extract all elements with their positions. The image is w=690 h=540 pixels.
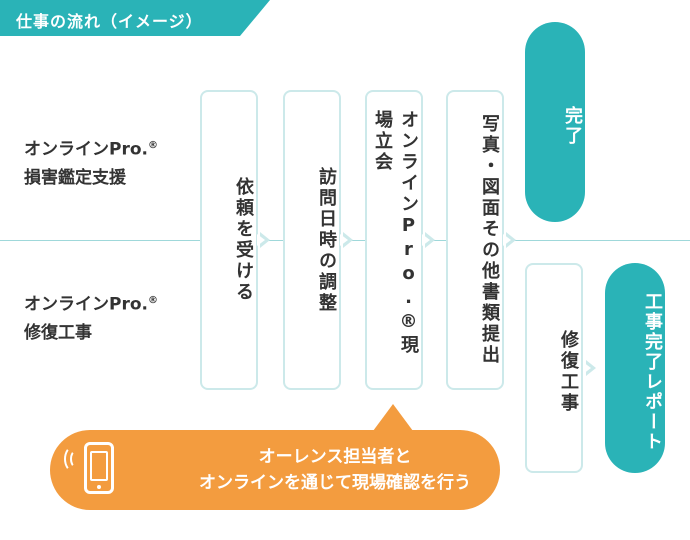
arrow-right-icon (257, 232, 270, 248)
row-label-repair: オンラインPro.® 修復工事 (24, 287, 158, 347)
callout-line1: オーレンス担当者と (258, 447, 412, 467)
registered-mark: ® (147, 140, 158, 151)
step-label: 修復工事 (558, 330, 579, 414)
step-submit-documents: 写真・図面その他書類提出 (446, 90, 504, 390)
signal-wave-icon (64, 446, 82, 472)
step-label: 写真・図面その他書類提出 (479, 114, 500, 366)
done-label: 完了 (562, 106, 583, 146)
header-banner (0, 0, 270, 36)
step-label: 訪問日時の調整 (316, 166, 337, 314)
callout-pointer (373, 404, 413, 431)
completion-report-label: 工事完了レポート (642, 292, 663, 452)
completion-report-pill: 工事完了レポート (605, 263, 665, 473)
online-check-callout: オーレンス担当者と オンラインを通じて現場確認を行う (50, 430, 500, 510)
arrow-right-icon (340, 232, 353, 248)
arrow-right-icon (422, 232, 435, 248)
step-schedule-visit: 訪問日時の調整 (283, 90, 341, 390)
callout-text: オーレンス担当者と オンラインを通じて現場確認を行う (190, 444, 480, 496)
row-label-assessment-line2: 損害鑑定支援 (24, 167, 126, 188)
smartphone-icon (84, 442, 114, 494)
done-pill: 完了 (525, 22, 585, 222)
row-label-repair-line2: 修復工事 (24, 322, 92, 343)
arrow-right-icon (503, 232, 516, 248)
row-label-assessment-line1: オンラインPro. (24, 139, 148, 160)
row-label-assessment: オンラインPro.® 損害鑑定支援 (24, 132, 158, 192)
row-label-repair-line1: オンラインPro. (24, 294, 148, 315)
step-repair-work: 修復工事 (525, 263, 583, 473)
step-onsite-attendance: オンラインPro.®現場立会 (365, 90, 423, 390)
registered-mark: ® (147, 295, 158, 306)
arrow-right-icon (583, 360, 596, 376)
callout-line2: オンラインを通じて現場確認を行う (199, 473, 471, 493)
step-label: オンラインPro.®現場立会 (372, 110, 419, 356)
step-receive-request: 依頼を受ける (200, 90, 258, 390)
page-title: 仕事の流れ（イメージ） (16, 12, 203, 31)
step-label: 依頼を受ける (233, 177, 254, 303)
